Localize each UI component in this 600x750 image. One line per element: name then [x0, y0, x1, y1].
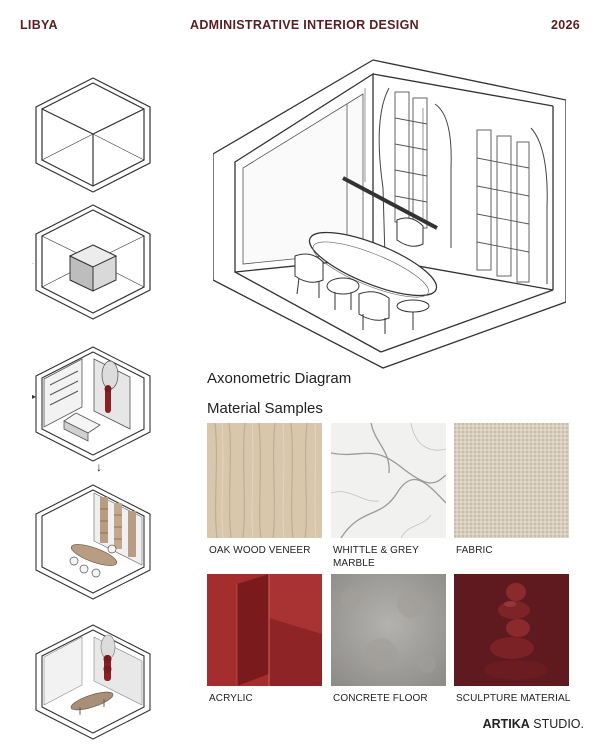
- oak-wood-swatch: [207, 423, 322, 538]
- step-furnished-shelves-diagram: ▸: [32, 346, 151, 462]
- main-axonometric-diagram: [213, 59, 566, 369]
- svg-text:▸: ▸: [32, 392, 36, 401]
- svg-text:·: ·: [32, 261, 34, 267]
- material-label: WHITTLE & GREY MARBLE: [333, 545, 419, 569]
- material-label: OAK WOOD VENEER: [209, 545, 311, 556]
- header-location: LIBYA: [20, 18, 58, 32]
- material-label: SCULPTURE MATERIAL: [456, 693, 571, 704]
- step-dining-room-diagram: [35, 484, 151, 600]
- material-samples-heading: Material Samples: [207, 400, 323, 417]
- step-empty-cube-diagram: [35, 77, 151, 193]
- step-volume-cube-diagram: ·: [32, 204, 151, 320]
- material-label: FABRIC: [456, 545, 493, 556]
- brand-bold: ARTIKA: [482, 717, 530, 731]
- material-label: CONCRETE FLOOR: [333, 693, 428, 704]
- header-year: 2026: [550, 18, 580, 32]
- header-title: ADMINISTRATIVE INTERIOR DESIGN: [190, 18, 419, 32]
- acrylic-swatch: [207, 574, 322, 689]
- step-table-sculpture-diagram: [35, 624, 151, 740]
- down-arrow-icon: ↓: [96, 460, 102, 474]
- material-label: ACRYLIC: [209, 693, 253, 704]
- brand-rest: STUDIO.: [529, 717, 584, 731]
- marble-swatch: [331, 423, 446, 538]
- axonometric-diagram-heading: Axonometric Diagram: [207, 370, 352, 387]
- fabric-swatch: [454, 423, 569, 538]
- sculpture-swatch: [454, 574, 569, 689]
- studio-brand: ARTIKA STUDIO.: [483, 717, 584, 731]
- concrete-swatch: [331, 574, 446, 689]
